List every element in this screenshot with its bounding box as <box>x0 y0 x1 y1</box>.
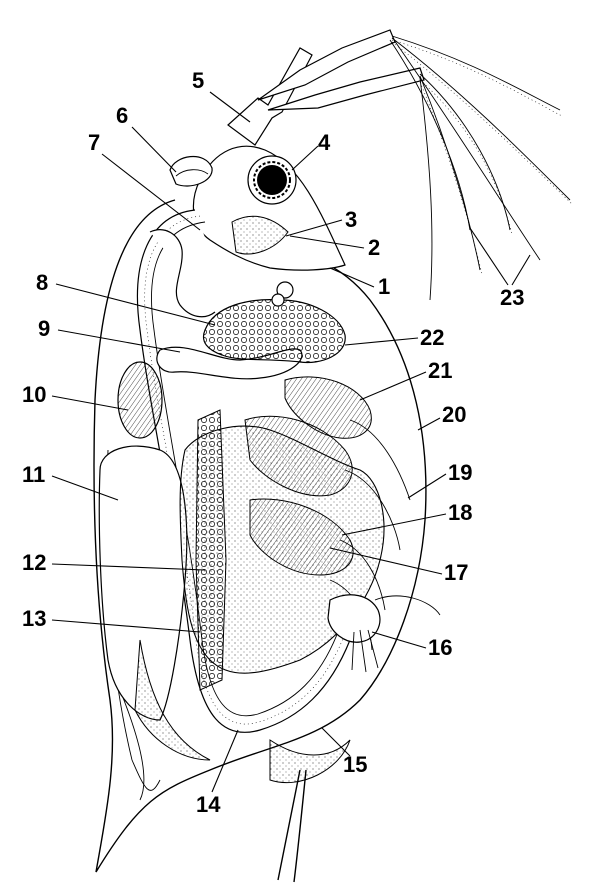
svg-text:4: 4 <box>318 130 331 155</box>
label-20: 20 <box>442 402 466 427</box>
svg-text:7: 7 <box>88 130 100 155</box>
svg-text:10: 10 <box>22 382 46 407</box>
label-17: 17 <box>444 560 468 585</box>
label-22: 22 <box>420 325 444 350</box>
antenna-setae <box>389 35 573 301</box>
label-4: 4 <box>318 130 331 155</box>
svg-text:20: 20 <box>442 402 466 427</box>
svg-text:23: 23 <box>500 285 524 310</box>
ovary <box>202 281 346 364</box>
svg-text:9: 9 <box>38 316 50 341</box>
label-15: 15 <box>343 752 367 777</box>
gut-anterior-loop <box>169 155 213 187</box>
label-5: 5 <box>192 68 204 93</box>
embryo <box>117 361 163 439</box>
postabdomen <box>327 594 441 673</box>
svg-text:21: 21 <box>428 358 452 383</box>
compound-eye <box>247 155 297 205</box>
svg-text:8: 8 <box>36 270 48 295</box>
svg-text:18: 18 <box>448 500 472 525</box>
label-1: 1 <box>378 274 390 299</box>
label-16: 16 <box>428 635 452 660</box>
svg-text:14: 14 <box>196 792 221 817</box>
label-8: 8 <box>36 270 48 295</box>
label-19: 19 <box>448 460 472 485</box>
svg-text:1: 1 <box>378 274 390 299</box>
svg-text:6: 6 <box>116 103 128 128</box>
svg-text:12: 12 <box>22 550 46 575</box>
svg-text:15: 15 <box>343 752 367 777</box>
label-10: 10 <box>22 382 46 407</box>
svg-text:22: 22 <box>420 325 444 350</box>
svg-text:16: 16 <box>428 635 452 660</box>
svg-text:13: 13 <box>22 606 46 631</box>
thoracic-muscles <box>244 376 372 576</box>
svg-text:2: 2 <box>368 235 380 260</box>
label-23: 23 <box>500 285 524 310</box>
label-14: 14 <box>196 792 221 817</box>
svg-text:19: 19 <box>448 460 472 485</box>
label-13: 13 <box>22 606 46 631</box>
svg-text:3: 3 <box>345 207 357 232</box>
svg-text:5: 5 <box>192 68 204 93</box>
fat-body-column <box>195 409 227 691</box>
label-3: 3 <box>345 207 357 232</box>
label-11: 11 <box>22 462 45 487</box>
hepatic-caecum <box>149 229 216 318</box>
label-21: 21 <box>428 358 452 383</box>
brood-chamber <box>98 445 188 721</box>
label-6: 6 <box>116 103 128 128</box>
heart <box>156 346 303 380</box>
svg-text:11: 11 <box>22 462 45 487</box>
label-7: 7 <box>88 130 100 155</box>
tail-spine <box>277 769 307 883</box>
label-12: 12 <box>22 550 46 575</box>
label-2: 2 <box>368 235 380 260</box>
label-18: 18 <box>448 500 472 525</box>
label-9: 9 <box>38 316 50 341</box>
svg-text:17: 17 <box>444 560 468 585</box>
leader-lines <box>51 91 531 793</box>
